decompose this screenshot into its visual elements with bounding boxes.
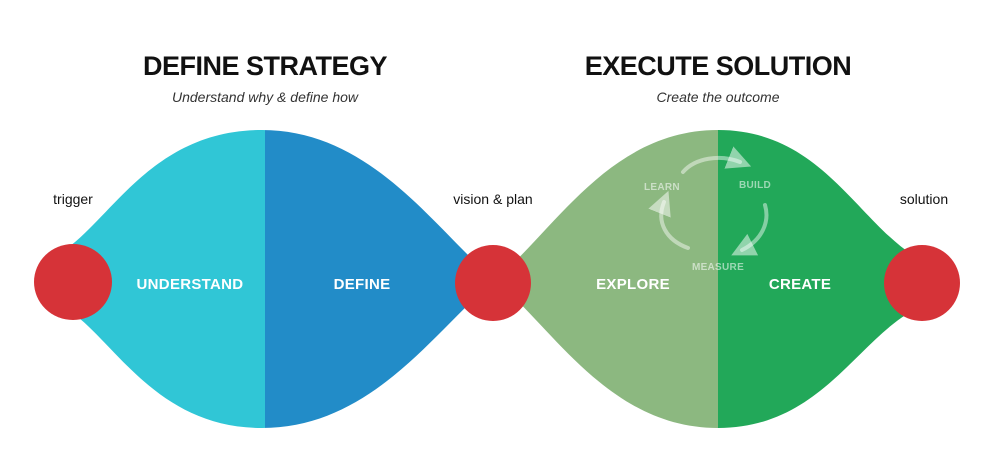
- define-strategy-subtitle: Understand why & define how: [172, 89, 359, 105]
- loop-arrow-left-icon: [648, 190, 690, 250]
- diamond-execute-solution: [495, 130, 925, 428]
- loop-measure-label: MEASURE: [692, 262, 744, 273]
- build-measure-learn-loop: LEARN BUILD MEASURE: [644, 146, 771, 273]
- define-strategy-title: DEFINE STRATEGY: [143, 51, 388, 81]
- understand-label: UNDERSTAND: [137, 276, 244, 293]
- loop-build-label: BUILD: [739, 180, 771, 191]
- loop-arrow-right-icon: [731, 203, 769, 256]
- loop-learn-label: LEARN: [644, 182, 680, 193]
- solution-milestone: [884, 245, 960, 321]
- define-label: DEFINE: [334, 276, 391, 293]
- vision-plan-milestone: [455, 245, 531, 321]
- trigger-label: trigger: [53, 191, 93, 207]
- solution-label: solution: [900, 191, 948, 207]
- create-label: CREATE: [769, 276, 831, 293]
- vision-plan-label: vision & plan: [453, 191, 532, 207]
- loop-arrow-top-icon: [681, 146, 752, 174]
- trigger-milestone: [34, 244, 112, 320]
- explore-label: EXPLORE: [596, 276, 670, 293]
- execute-solution-subtitle: Create the outcome: [657, 89, 780, 105]
- execute-solution-title: EXECUTE SOLUTION: [585, 51, 852, 81]
